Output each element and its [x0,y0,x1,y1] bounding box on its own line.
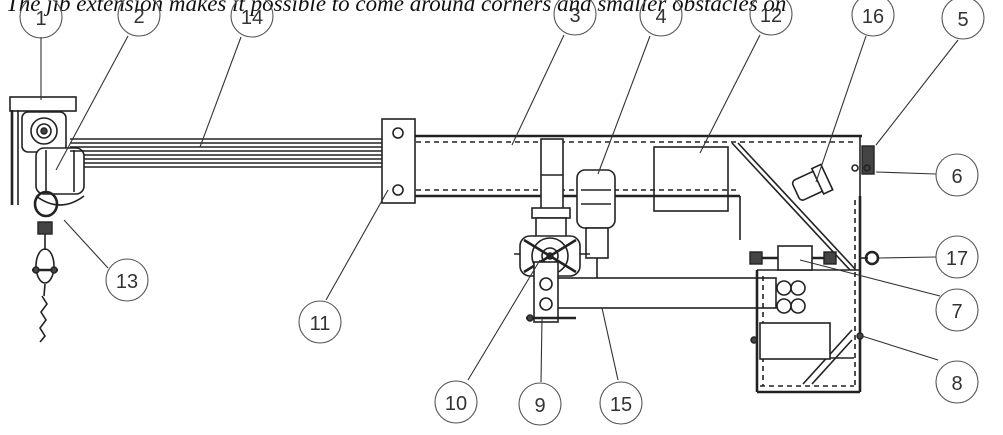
locking-pin [749,245,837,271]
slewing-shaft [531,138,571,239]
callout-12-label: 12 [760,5,782,27]
callout-14: 14 [230,0,274,38]
work-light [791,163,834,201]
hoist-assembly [9,96,85,343]
leader-lines [40,34,959,383]
right-frame [755,196,862,394]
callout-11: 11 [298,300,342,344]
lifting-eye [860,250,880,266]
callout-17: 17 [935,235,979,279]
callout-13: 13 [105,258,149,302]
callout-17-label: 17 [946,248,968,270]
callout-3: 3 [553,0,597,36]
callout-5-label: 5 [957,9,968,31]
callout-10: 10 [434,380,478,424]
callout-13-label: 13 [116,271,138,293]
callout-1-label: 1 [35,8,46,30]
callout-7-label: 7 [951,301,962,323]
callout-1: 1 [19,0,63,39]
callout-8-label: 8 [951,373,962,395]
callout-12: 12 [749,0,793,36]
callout-4-label: 4 [655,6,666,28]
drive-motor [576,169,616,278]
callout-9-label: 9 [534,395,545,417]
diagram-caption: The jib extension makes it possible to c… [6,0,787,16]
callout-5: 5 [941,0,985,40]
callout-10-label: 10 [445,393,467,415]
callout-7: 7 [935,288,979,332]
callout-15-label: 15 [610,394,632,416]
callout-16: 16 [851,0,895,37]
callout-11-label: 11 [310,313,331,335]
clamp-block [381,118,416,204]
counterweight [750,322,864,360]
jib-beam [70,138,383,168]
callout-15: 15 [599,381,643,425]
callout-6: 6 [935,153,979,197]
lower-arm [526,261,806,323]
callout-4: 4 [639,0,683,37]
callout-2: 2 [117,0,161,37]
callout-16-label: 16 [862,6,884,28]
callout-6-label: 6 [951,166,962,188]
callout-2-label: 2 [133,6,144,28]
callout-8: 8 [935,360,979,404]
callout-14-label: 14 [241,7,263,29]
callout-3-label: 3 [569,5,580,27]
callout-9: 9 [518,382,562,426]
